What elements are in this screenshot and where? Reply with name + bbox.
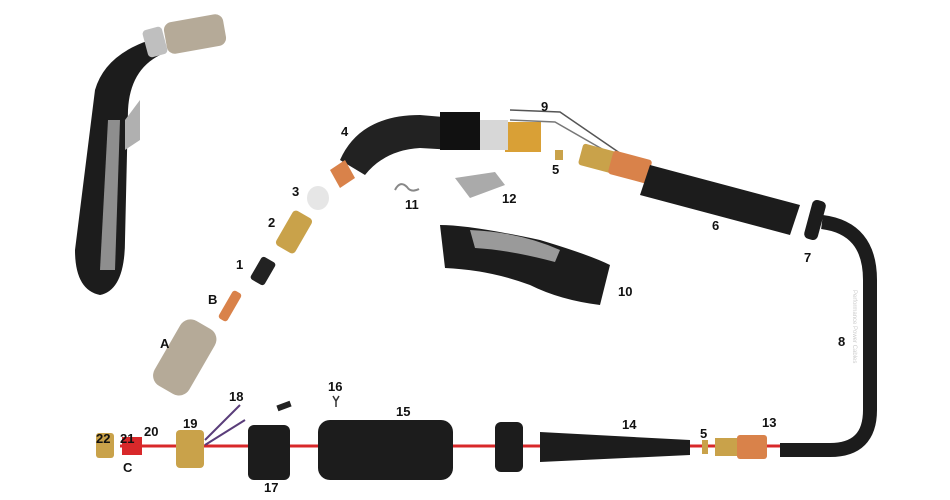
label-9: 9: [541, 99, 549, 114]
label-11: 11: [405, 197, 419, 212]
label-22: 22: [96, 431, 111, 446]
label-12: 12: [502, 191, 517, 206]
part-11: [394, 183, 420, 192]
part-18-wires: [204, 404, 246, 446]
label-A: A: [160, 336, 170, 351]
part-19: [176, 430, 204, 468]
label-5-bottom: 5: [700, 426, 708, 441]
neck-part-4: [330, 112, 541, 188]
label-4: 4: [341, 124, 349, 139]
assembled-torch: [75, 14, 227, 295]
part-12: [455, 172, 505, 198]
label-18: 18: [229, 389, 244, 404]
label-10: 10: [618, 284, 633, 299]
part-17: [248, 425, 290, 480]
label-16: 16: [328, 379, 343, 394]
part-6-strain-relief: [640, 165, 800, 235]
part-2: [275, 210, 313, 254]
label-1: 1: [236, 257, 244, 272]
label-8: 8: [838, 334, 846, 349]
part-B-contact-tip: [218, 290, 242, 322]
part-16: [332, 395, 340, 407]
label-6: 6: [712, 218, 720, 233]
part-7: [804, 199, 826, 241]
cable-print: Performance Power Cables: [851, 290, 857, 364]
part-9-wires: [509, 109, 631, 161]
label-15: 15: [396, 404, 411, 419]
part-15-handle: [318, 420, 453, 480]
label-7: 7: [804, 250, 812, 265]
label-17: 17: [264, 480, 279, 495]
part-A-nozzle: [153, 319, 217, 396]
label-20: 20: [144, 424, 159, 439]
part-13: [715, 438, 737, 456]
part-1: [250, 256, 276, 286]
label-19: 19: [183, 416, 198, 431]
part-14: [540, 432, 690, 462]
label-5-top: 5: [552, 162, 560, 177]
part-22: [96, 433, 114, 458]
label-14: 14: [622, 417, 637, 432]
label-13: 13: [762, 415, 777, 430]
part-8-cable: [780, 215, 877, 457]
part-3: [307, 186, 329, 210]
label-2: 2: [268, 215, 276, 230]
label-21: 21: [120, 431, 135, 446]
label-3: 3: [292, 184, 300, 199]
label-C: C: [123, 460, 133, 475]
label-B: B: [208, 292, 218, 307]
part-21: [122, 437, 142, 455]
part-10-handle: [440, 225, 610, 305]
